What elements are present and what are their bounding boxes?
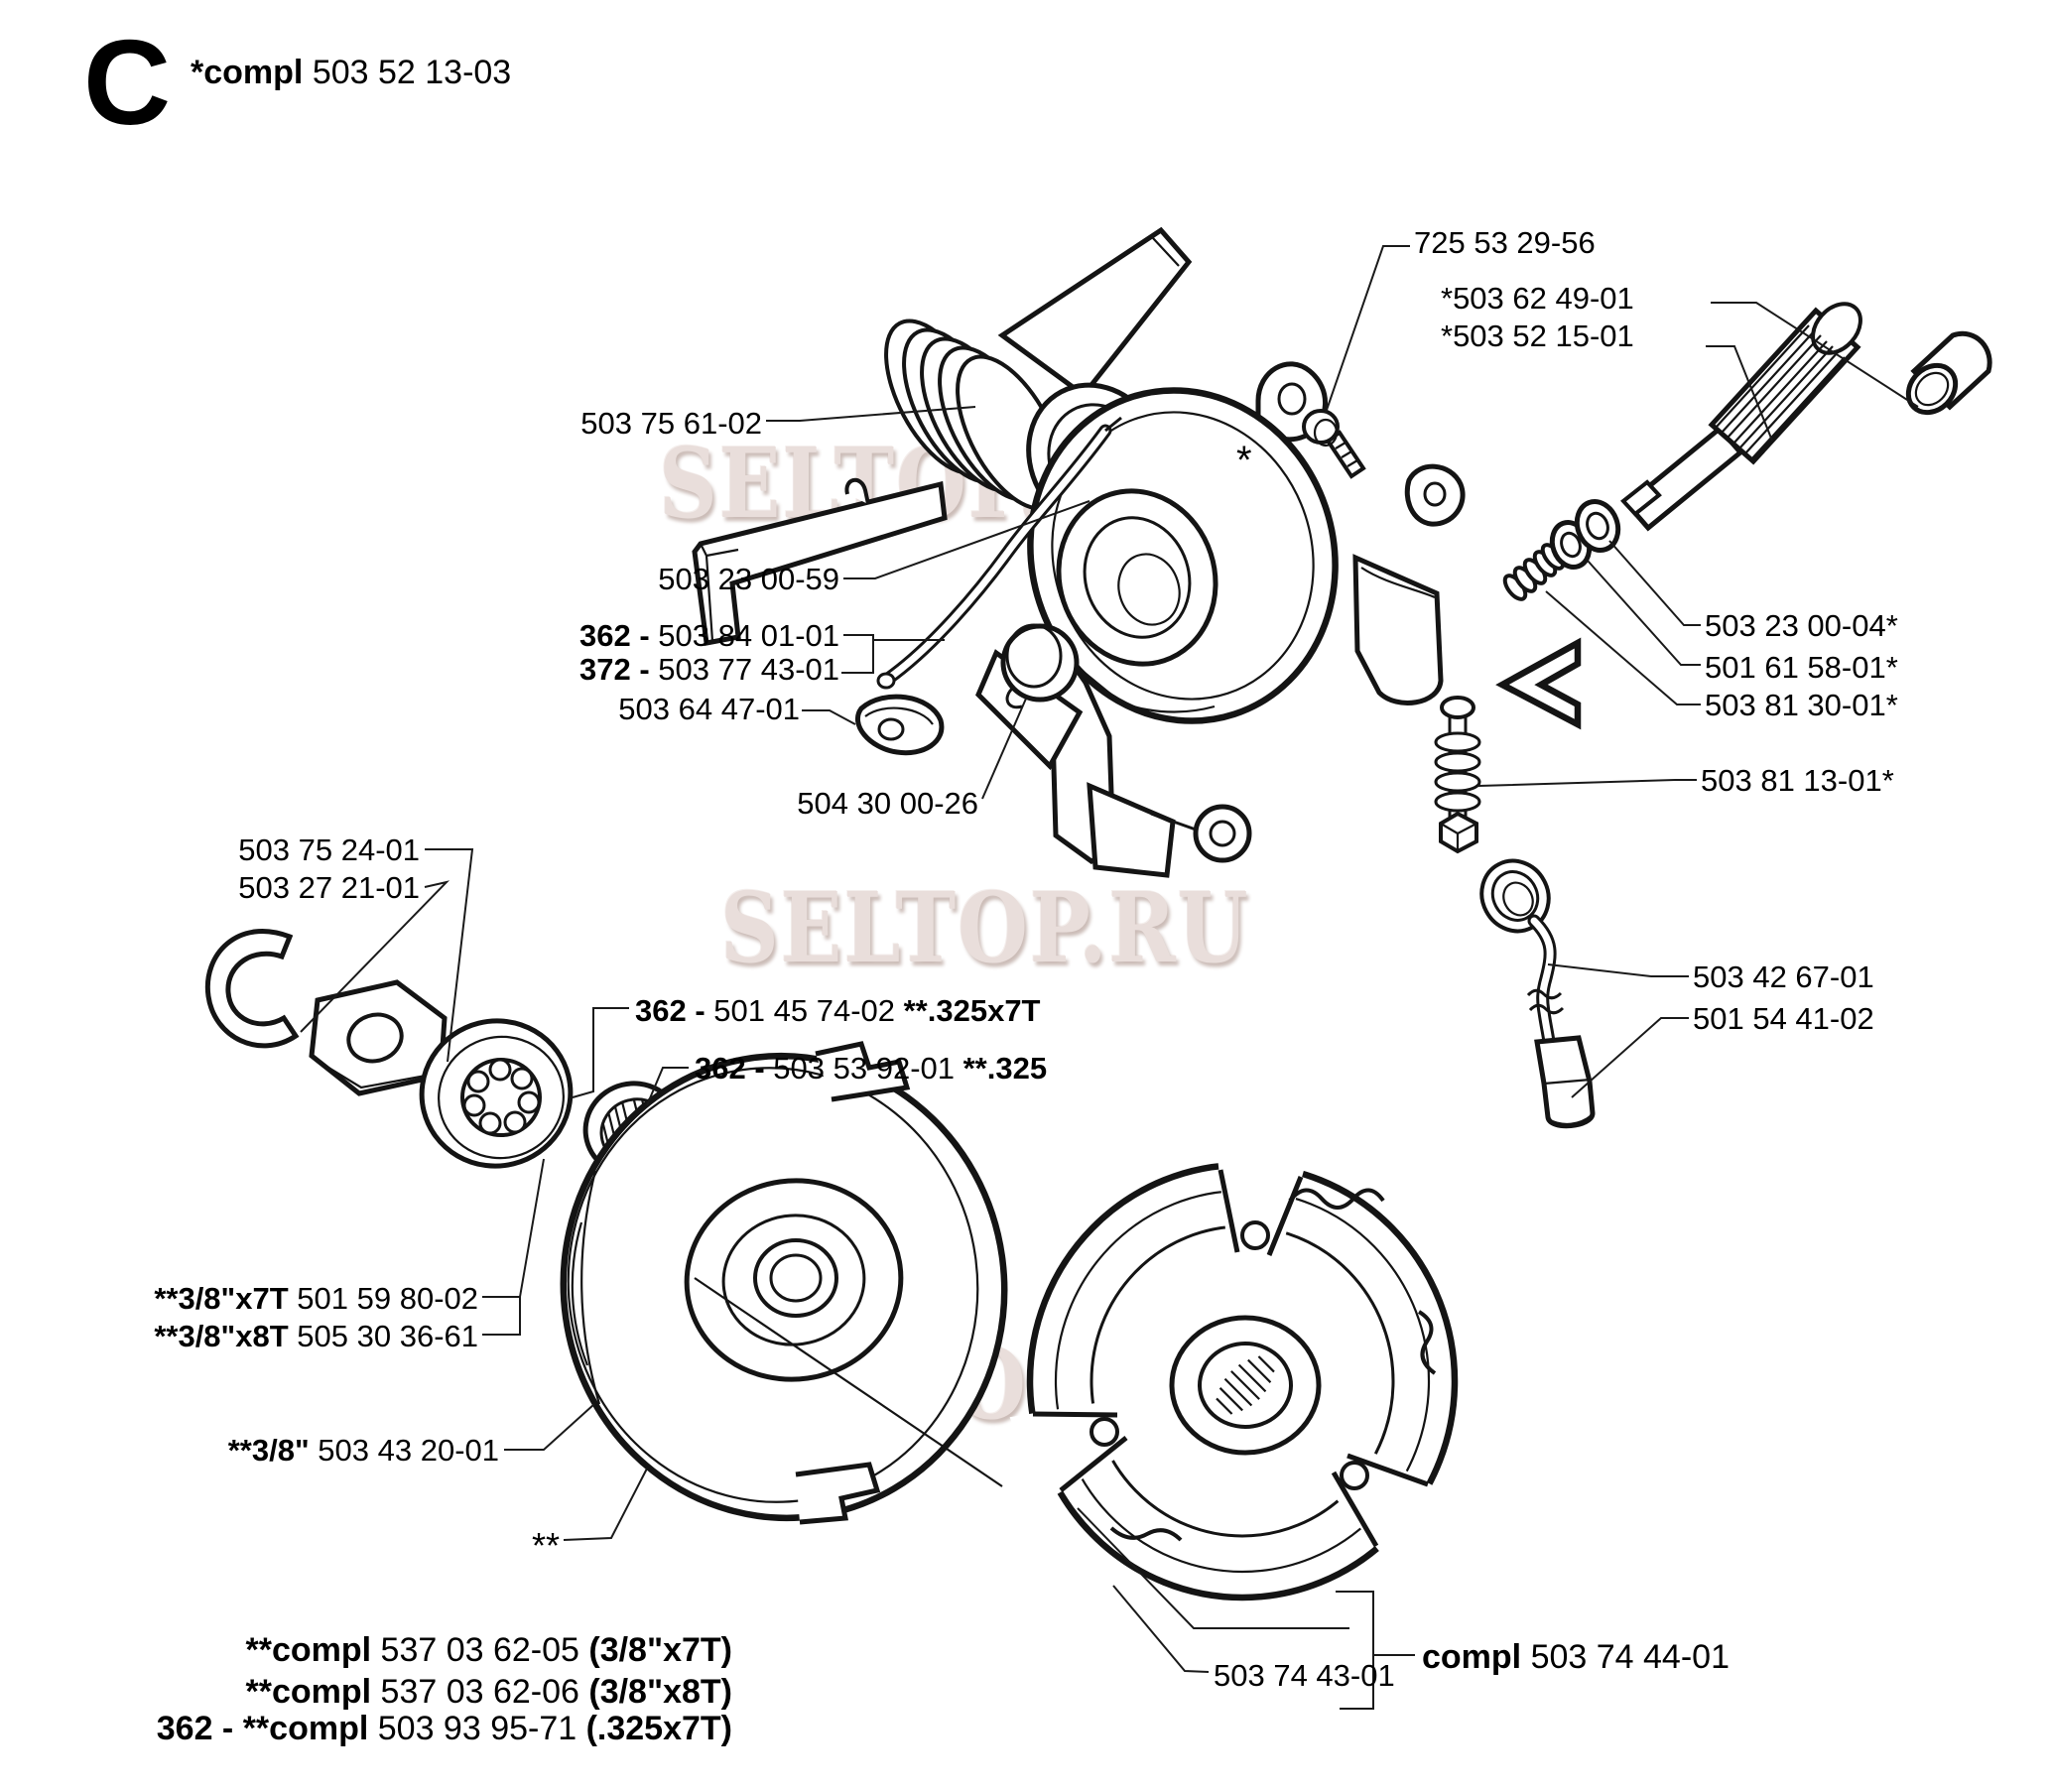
part-label-504-30-00-26: 504 30 00-26 xyxy=(797,786,978,821)
part-label-503-52-15-01: *503 52 15-01 xyxy=(1441,319,1634,353)
shaft-cap xyxy=(1899,333,1989,422)
clutch-assembly xyxy=(1011,1148,1455,1598)
plug-screw xyxy=(1003,625,1077,707)
sprocket-rim xyxy=(407,1005,586,1182)
part-label-372-503-77-43-01: 372 - 503 77 43-01 xyxy=(579,652,839,687)
pump-spring xyxy=(1501,542,1567,603)
pump-shaft xyxy=(1623,295,1870,528)
watermark-middle: SELTOP.RU xyxy=(720,871,1250,984)
part-label-503-62-49-01: *503 62 49-01 xyxy=(1441,281,1634,316)
part-label-362-503-53-92-01: 362 - 503 53 92-01 **.325 xyxy=(695,1051,1048,1086)
part-label-503-93-95-71: 362 - **compl 503 93 95-71 (.325x7T) xyxy=(156,1710,732,1747)
clutch-drum xyxy=(534,1027,1035,1546)
part-label-housing-asterisk: * xyxy=(1236,439,1252,482)
part-label-503-81-13-01: 503 81 13-01* xyxy=(1701,763,1894,798)
part-label-503-74-43-01: 503 74 43-01 xyxy=(1214,1658,1395,1693)
oil-pump-housing xyxy=(978,350,1463,875)
part-label-501-61-58-01: 501 61 58-01* xyxy=(1705,650,1898,685)
part-label-503-81-30-01: 503 81 30-01* xyxy=(1705,688,1898,722)
assembly-header-number: 503 52 13-03 xyxy=(312,54,512,91)
leader-lines xyxy=(301,246,1918,1709)
part-label-537-03-62-06: **compl 537 03 62-06 (3/8"x8T) xyxy=(245,1673,732,1711)
pump-screw xyxy=(1304,411,1363,476)
part-label-compl-503-74-44-01: compl 503 74 44-01 xyxy=(1422,1638,1730,1676)
part-label-505-30-36-61: **3/8"x8T 505 30 36-61 xyxy=(154,1319,478,1353)
assembly-header-prefix: *compl xyxy=(191,54,313,91)
part-label-503-27-21-01: 503 27 21-01 xyxy=(238,870,420,905)
assembly-header: *compl 503 52 13-03 xyxy=(191,54,511,92)
part-label-501-59-80-02: **3/8"x7T 501 59 80-02 xyxy=(154,1281,478,1316)
grommet xyxy=(857,697,941,753)
part-label-drum-asterisks: ** xyxy=(532,1525,561,1566)
part-label-725-53-29-56: 725 53 29-56 xyxy=(1414,225,1596,260)
direction-arrow-icon xyxy=(1502,643,1578,724)
part-label-503-64-47-01: 503 64 47-01 xyxy=(618,692,800,726)
part-label-537-03-62-05: **compl 537 03 62-05 (3/8"x7T) xyxy=(245,1631,732,1669)
adjuster-screw xyxy=(1436,698,1479,851)
part-label-503-75-24-01: 503 75 24-01 xyxy=(238,832,420,867)
part-label-503-23-00-04: 503 23 00-04* xyxy=(1705,608,1898,643)
oil-hose xyxy=(1470,849,1593,1126)
washer-small xyxy=(1571,496,1625,557)
oil-pipe xyxy=(878,418,1121,688)
part-label-503-23-00-59: 503 23 00-59 xyxy=(658,562,839,596)
part-label-362-503-84-01-01: 362 - 503 84 01-01 xyxy=(579,618,839,653)
part-label-362-501-45-74-02: 362 - 501 45 74-02 **.325x7T xyxy=(635,993,1041,1028)
part-label-501-54-41-02: 501 54 41-02 xyxy=(1693,1001,1874,1036)
page-letter: C xyxy=(83,15,172,150)
circlip xyxy=(207,932,296,1046)
part-label-503-43-20-01: **3/8" 503 43 20-01 xyxy=(227,1433,499,1468)
part-label-503-75-61-02: 503 75 61-02 xyxy=(580,406,762,441)
part-label-503-42-67-01: 503 42 67-01 xyxy=(1693,960,1874,994)
